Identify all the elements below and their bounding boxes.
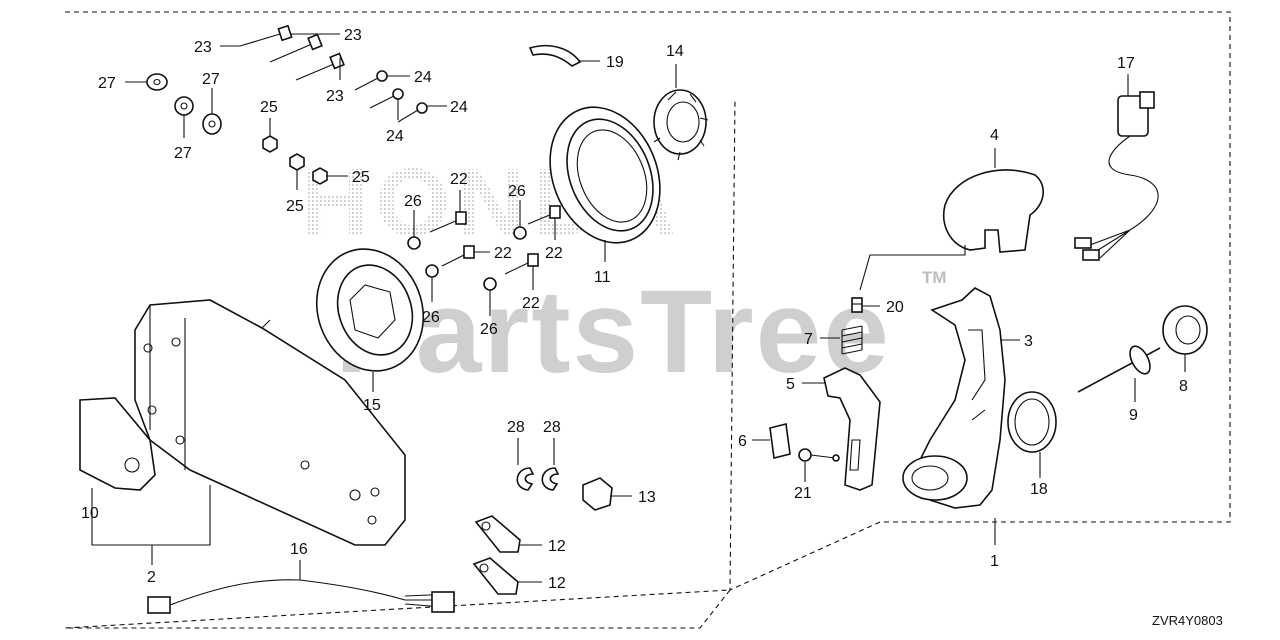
callout-labels: 1 2 3 4 5 6 7 8 9 10 11 12 12 13 14 15 1… [81,27,1188,592]
part-pulley-15 [315,248,425,372]
leader-group-2-10 [91,485,211,565]
callout-24c: 24 [450,99,468,116]
callout-8: 8 [1179,378,1188,395]
callout-20: 20 [886,299,904,316]
callout-22a: 22 [450,171,468,188]
callout-17: 17 [1117,55,1135,72]
part-gear-14 [653,89,709,161]
callout-10: 10 [81,505,99,522]
leader-22 [459,190,556,290]
part-bolts-23 [239,24,345,81]
callout-27b: 27 [202,71,220,88]
part-spacer [79,397,156,491]
callout-12a: 12 [548,538,566,555]
leader-12 [518,544,542,583]
callout-27a: 27 [98,75,116,92]
part-pin-20 [851,297,863,313]
callout-16: 16 [290,541,308,558]
callout-28a: 28 [507,419,525,436]
leader-24 [387,75,447,120]
callout-7: 7 [804,331,813,348]
part-block-6 [769,423,791,459]
part-shaft-9 [1077,345,1161,393]
callout-6: 6 [738,433,747,450]
watermark-main: PartsTree [335,266,891,398]
callout-12b: 12 [548,575,566,592]
leader-4 [859,148,996,291]
callout-26b: 26 [508,183,526,200]
callout-2: 2 [147,569,156,586]
callout-14: 14 [666,43,684,60]
part-clips-28 [516,467,560,491]
callout-11: 11 [594,269,611,286]
callout-19: 19 [606,54,624,71]
callout-13: 13 [638,489,656,506]
callout-23a: 23 [194,39,212,56]
part-washers-27 [146,73,222,135]
callout-22b: 22 [494,245,512,262]
callout-23c: 23 [326,88,344,105]
callout-25a: 25 [260,99,278,116]
leader-25 [269,118,348,190]
diagram-code: ZVR4Y0803 [1152,613,1223,628]
callout-5: 5 [786,376,795,393]
callout-22c: 22 [545,245,563,262]
part-nuts-25 [262,135,328,185]
callout-9: 9 [1129,407,1138,424]
part-washer-18 [1007,391,1057,453]
leader-28 [517,438,555,465]
callout-15: 15 [363,397,381,414]
callout-28b: 28 [543,419,561,436]
part-lever-3 [902,287,1006,509]
part-cams-12 [472,515,521,595]
part-cap-8 [1162,305,1208,355]
part-strip-19 [528,44,582,67]
part-spring-7 [841,325,863,355]
leader-23 [220,33,341,80]
watermark-trademark: TM [922,268,947,287]
part-screws-24 [354,70,428,123]
leader-27 [125,81,213,138]
part-cap-4 [943,169,1044,253]
callout-25c: 25 [352,169,370,186]
callout-26c: 26 [422,309,440,326]
callout-1: 1 [990,553,999,570]
callout-26d: 26 [480,321,498,338]
callout-24b: 24 [386,128,404,145]
part-switch-17 [1074,91,1159,261]
part-screw-21 [798,448,840,462]
callout-26a: 26 [404,193,422,210]
callout-25b: 25 [286,198,304,215]
leader-26 [413,200,521,316]
callout-24a: 24 [414,69,432,86]
callout-21: 21 [794,485,812,502]
part-ring-11 [549,106,661,244]
part-bolts-22 [429,205,561,275]
callout-23b: 23 [344,27,362,44]
callout-22d: 22 [522,295,540,312]
diagram-boundary [64,11,1231,629]
callout-3: 3 [1024,333,1033,350]
callout-4: 4 [990,127,999,144]
callout-18: 18 [1030,481,1048,498]
callout-27c: 27 [174,145,192,162]
part-link-13 [582,477,613,511]
part-lever-5 [823,367,881,491]
